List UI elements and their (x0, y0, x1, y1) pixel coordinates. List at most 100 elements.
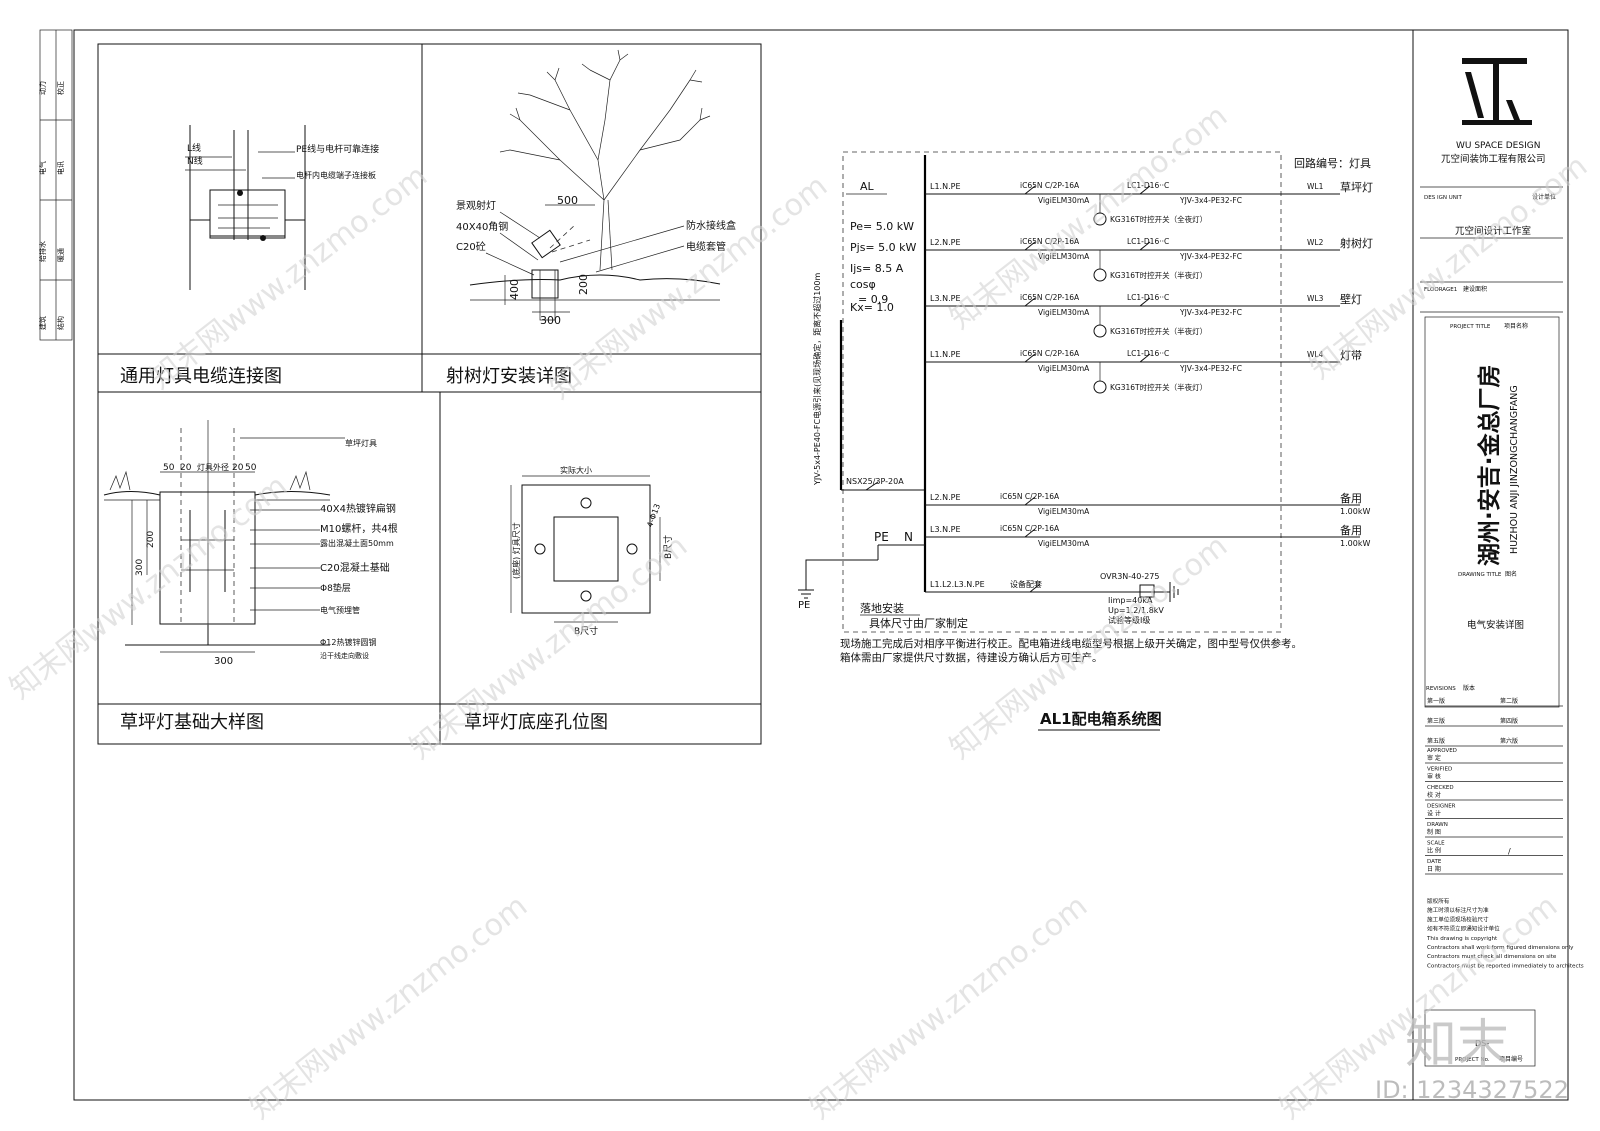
watermark-id: ID: 1234327522 (1375, 1076, 1569, 1104)
circuit-breaker: iC65N C/2P-16A (1020, 349, 1080, 358)
circuit-load: 灯带 (1340, 349, 1362, 362)
spd-up: Up=1.2/1.8kV (1108, 606, 1164, 615)
spare-power: 1.00kW (1340, 539, 1370, 548)
title-block: WU SPACE DESIGN 兀空间装饰工程有限公司 DES IGN UNIT… (1420, 58, 1584, 1067)
approval-en: CHECKED (1427, 785, 1454, 791)
watermark-layer: 知末网www.znzmo.com 知末网www.znzmo.com 知末网www… (3, 98, 1594, 1126)
circuit-wl: WL3 (1307, 294, 1324, 303)
p2-label-conduit: 电缆套管 (686, 240, 726, 253)
watermark-9: 知末网www.znzmo.com (803, 888, 1094, 1126)
approval-cn: 比 例 (1427, 847, 1441, 855)
circuit-cable: YJV-3x4-PE32-FC (1179, 308, 1242, 317)
project-no-cn: 项目编号 (1499, 1055, 1523, 1063)
circuit-rcd: VigiELM30mA (1038, 364, 1090, 373)
circuit-cable: YJV-3x4-PE32-FC (1179, 364, 1242, 373)
pe-label: PE (874, 530, 889, 544)
p2-dim-200: 200 (577, 274, 590, 295)
approval-en: VERIFIED (1427, 767, 1452, 773)
strip-label-4: 电讯 (56, 161, 65, 175)
project-name-en: HUZHOU ANJI JINZONGCHANGFANG (1509, 385, 1520, 554)
revisions-cn: 版本 (1463, 684, 1475, 692)
note-line: 如有不符须立即通知设计单位 (1427, 925, 1500, 933)
logo-company-en: WU SPACE DESIGN (1456, 141, 1540, 151)
project-title-cn: 项目名称 (1504, 322, 1528, 330)
left-strip: 动力 校正 电气 电讯 给排水 暖通 建筑 结构 (38, 29, 73, 341)
p3-dim-20b: 20 (232, 463, 244, 473)
panel-tree-light: 射树灯安装详图 500 400 200 300 景观射灯 40X40角钢 C20… (446, 49, 736, 387)
al1-box-outline (842, 151, 1282, 633)
param-ijs: Ijs= 8.5 A (850, 262, 904, 275)
floorage-cn: 建设面积 (1463, 285, 1487, 293)
revision-right: 第二版 (1500, 697, 1518, 705)
p4-label-actual: 实际大小 (560, 465, 592, 475)
p1-label-l: L线 (187, 142, 201, 154)
approval-en: DATE (1427, 859, 1442, 865)
drawing-title-en: DRAWING TITLE (1458, 572, 1502, 578)
p3-dim-300h: 300 (214, 656, 233, 667)
panel-1-title: 通用灯具电缆连接图 (120, 366, 282, 387)
main-switch: NSX25/3P-20A (846, 477, 904, 486)
param-cos: cosφ (850, 278, 876, 291)
circuit-rcd: VigiELM30mA (1038, 252, 1090, 261)
circuit-phase: L3.N.PE (930, 294, 961, 303)
p2-dim-300: 300 (540, 314, 561, 327)
spd-imp: Iimp=40kA (1108, 596, 1153, 605)
p3-dim-300v: 300 (135, 559, 145, 576)
param-pjs: Pjs= 5.0 kW (850, 241, 916, 254)
design-unit-en: DES IGN UNIT (1424, 195, 1462, 201)
circuit-header: 回路编号：灯具 (1294, 156, 1371, 170)
tree-drawing (499, 49, 711, 271)
circuit-wl: WL2 (1307, 238, 1324, 247)
circuit-cable: YJV-3x4-PE32-FC (1179, 252, 1242, 261)
circuit-breaker: iC65N C/2P-16A (1020, 181, 1080, 190)
p3-dim-50a: 50 (163, 463, 175, 473)
param-cos-val: = 0.9 (858, 293, 888, 306)
drawing-title-cn: 图名 (1505, 570, 1517, 578)
watermark-1: 知末网www.znzmo.com (143, 158, 434, 396)
p2-dim-400: 400 (508, 279, 521, 300)
circuit-contactor: LC1-D16··C (1127, 181, 1169, 190)
revision-left: 第三版 (1427, 717, 1445, 725)
circuit-timer: KG316T时控开关（全夜灯） (1110, 214, 1207, 224)
note-line: 版权所有 (1427, 897, 1450, 905)
spare-load: 备用 (1340, 491, 1362, 505)
p3-dim-20a: 20 (180, 463, 192, 473)
revisions-en: REVISIONS (1426, 686, 1456, 692)
n-label: N (904, 530, 913, 544)
note-line: 施工时须以标注尺寸为准 (1427, 906, 1489, 914)
approval-cn: 校 对 (1427, 791, 1441, 799)
remark-2: 箱体需由厂家提供尺寸数据，待建设方确认后方可生产。 (840, 651, 1103, 664)
approval-cn: 制 图 (1427, 828, 1441, 836)
p1-label-n: N线 (187, 155, 203, 167)
revision-rows: 第一版第二版第三版第四版第五版第六版 (1425, 697, 1563, 747)
note-line: Contractors must check all dimensions on… (1427, 954, 1557, 960)
p3-label-pipe: 电气预埋管 (320, 605, 360, 615)
floorage-en: FLOORAGE1 (1424, 287, 1457, 293)
install-note-2: 具体尺寸由厂家制定 (869, 616, 968, 630)
strip-label-8: 结构 (56, 316, 65, 330)
spare-rcd: VigiELM30mA (1038, 507, 1090, 516)
spare-load: 备用 (1340, 523, 1362, 537)
company-logo (1462, 58, 1532, 125)
p3-dim-50b: 50 (245, 463, 257, 473)
panel-cable-connection: 通用灯具电缆连接图 L线 N线 PE线与电杆可靠连接 电杆内电缆端子连接板 (120, 125, 379, 387)
revision-left: 第五版 (1427, 737, 1445, 745)
note-line: This drawing is copyright (1426, 936, 1498, 942)
strip-label-5: 给排水 (38, 241, 47, 262)
drawing-no: DS- (1475, 1039, 1489, 1048)
al1-diagram: AL Pe= 5.0 kW Pjs= 5.0 kW Ijs= 8.5 A cos… (798, 151, 1373, 731)
p3-label-route: 沿干线走向敷设 (320, 651, 369, 660)
spare-power: 1.00kW (1340, 507, 1370, 516)
spare-phase: L3.N.PE (930, 525, 961, 534)
panel-4-title: 草坪灯底座孔位图 (464, 712, 608, 733)
p1-label-pe: PE线与电杆可靠连接 (296, 143, 379, 155)
install-note-1: 落地安装 (860, 601, 904, 615)
circuit-rcd: VigiELM30mA (1038, 196, 1090, 205)
approval-cn: 审 定 (1427, 754, 1441, 762)
panel-base-holes: 草坪灯底座孔位图 实际大小 (底座) 灯具尺寸 B尺寸 B尺寸 4-Φ13 (464, 465, 674, 733)
circuit-timer: KG316T时控开关（半夜灯） (1110, 270, 1207, 280)
